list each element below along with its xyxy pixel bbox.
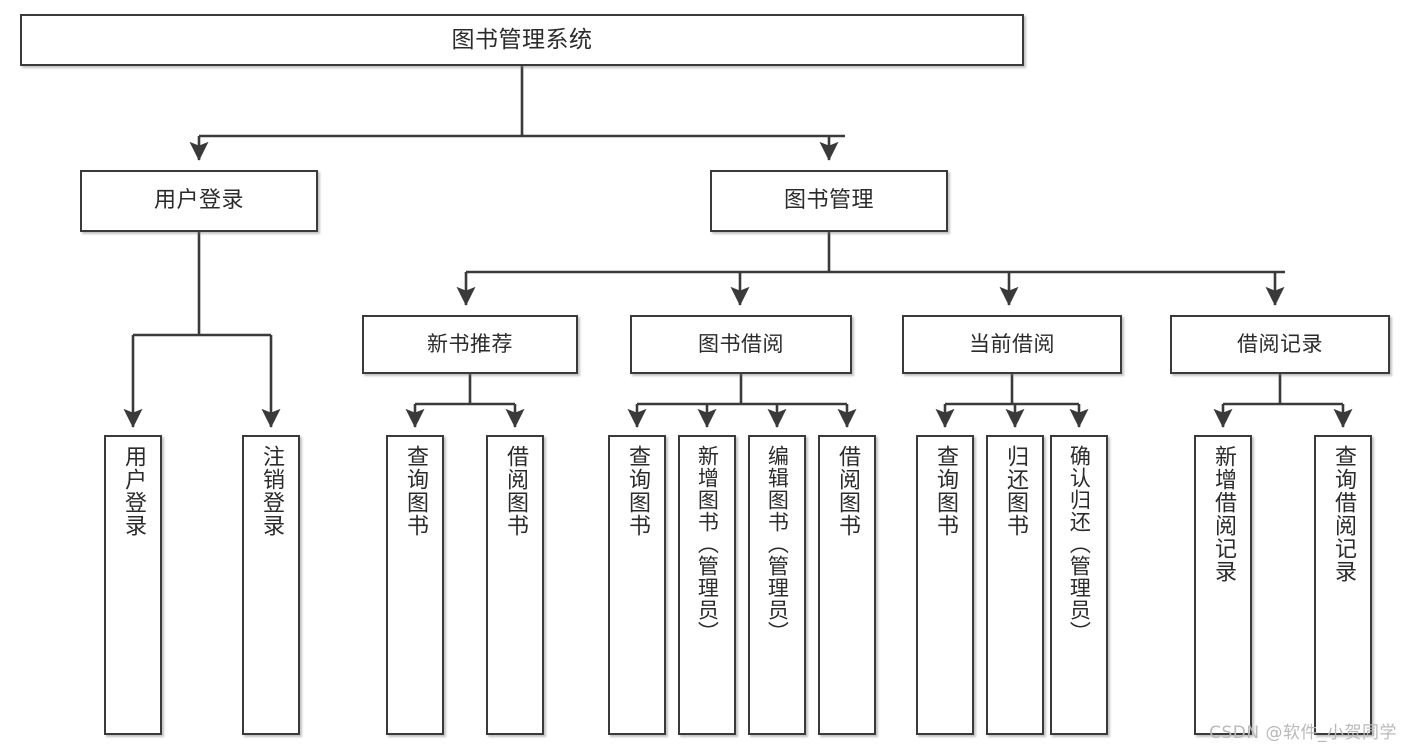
node-root-label: 图书管理系统 bbox=[451, 26, 593, 53]
leaf-return-books[interactable]: 归还图书 bbox=[986, 435, 1044, 735]
node-current-borrow[interactable]: 当前借阅 bbox=[902, 315, 1122, 374]
leaf-logout[interactable]: 注销登录 bbox=[242, 435, 300, 735]
leaf-user-login-label: 用户登录 bbox=[120, 445, 146, 537]
leaf-borrow-books-label: 借阅图书 bbox=[834, 445, 860, 537]
leaf-borrow-books-recommend[interactable]: 借阅图书 bbox=[486, 435, 544, 735]
node-book-management-label: 图书管理 bbox=[783, 188, 874, 214]
leaf-confirm-return-admin[interactable]: 确认归还（管理员） bbox=[1050, 435, 1108, 735]
node-user-login-label: 用户登录 bbox=[153, 188, 244, 214]
leaf-add-borrow-record[interactable]: 新增借阅记录 bbox=[1194, 435, 1252, 735]
leaf-borrow-books-recommend-label: 借阅图书 bbox=[502, 445, 528, 537]
leaf-add-borrow-record-label: 新增借阅记录 bbox=[1210, 445, 1236, 583]
node-new-book-recommend-label: 新书推荐 bbox=[427, 332, 513, 357]
node-book-borrow[interactable]: 图书借阅 bbox=[630, 315, 852, 374]
leaf-query-books-recommend[interactable]: 查询图书 bbox=[386, 435, 444, 735]
leaf-user-login[interactable]: 用户登录 bbox=[104, 435, 162, 735]
leaf-confirm-return-admin-label: 确认归还（管理员） bbox=[1067, 445, 1092, 643]
leaf-borrow-books[interactable]: 借阅图书 bbox=[818, 435, 876, 735]
leaf-query-borrow-record[interactable]: 查询借阅记录 bbox=[1314, 435, 1372, 735]
leaf-query-books-current[interactable]: 查询图书 bbox=[916, 435, 974, 735]
csdn-watermark: CSDN @软件_小贺同学 bbox=[1209, 723, 1397, 743]
node-borrow-record-label: 借阅记录 bbox=[1237, 332, 1323, 357]
node-book-management[interactable]: 图书管理 bbox=[710, 170, 948, 232]
leaf-query-books-current-label: 查询图书 bbox=[932, 445, 958, 537]
node-user-login[interactable]: 用户登录 bbox=[80, 170, 318, 232]
leaf-query-books-recommend-label: 查询图书 bbox=[402, 445, 428, 537]
leaf-add-book-admin-label: 新增图书（管理员） bbox=[695, 445, 720, 643]
leaf-query-books-borrow[interactable]: 查询图书 bbox=[608, 435, 666, 735]
leaf-edit-book-admin-label: 编辑图书（管理员） bbox=[765, 445, 790, 643]
leaf-add-book-admin[interactable]: 新增图书（管理员） bbox=[678, 435, 736, 735]
node-current-borrow-label: 当前借阅 bbox=[969, 332, 1055, 357]
node-new-book-recommend[interactable]: 新书推荐 bbox=[362, 315, 578, 374]
leaf-return-books-label: 归还图书 bbox=[1002, 445, 1028, 537]
leaf-logout-label: 注销登录 bbox=[258, 445, 284, 537]
leaf-edit-book-admin[interactable]: 编辑图书（管理员） bbox=[748, 435, 806, 735]
node-borrow-record[interactable]: 借阅记录 bbox=[1170, 315, 1390, 374]
leaf-query-borrow-record-label: 查询借阅记录 bbox=[1330, 445, 1356, 583]
node-book-borrow-label: 图书借阅 bbox=[698, 332, 784, 357]
node-root[interactable]: 图书管理系统 bbox=[20, 14, 1024, 66]
leaf-query-books-borrow-label: 查询图书 bbox=[624, 445, 650, 537]
